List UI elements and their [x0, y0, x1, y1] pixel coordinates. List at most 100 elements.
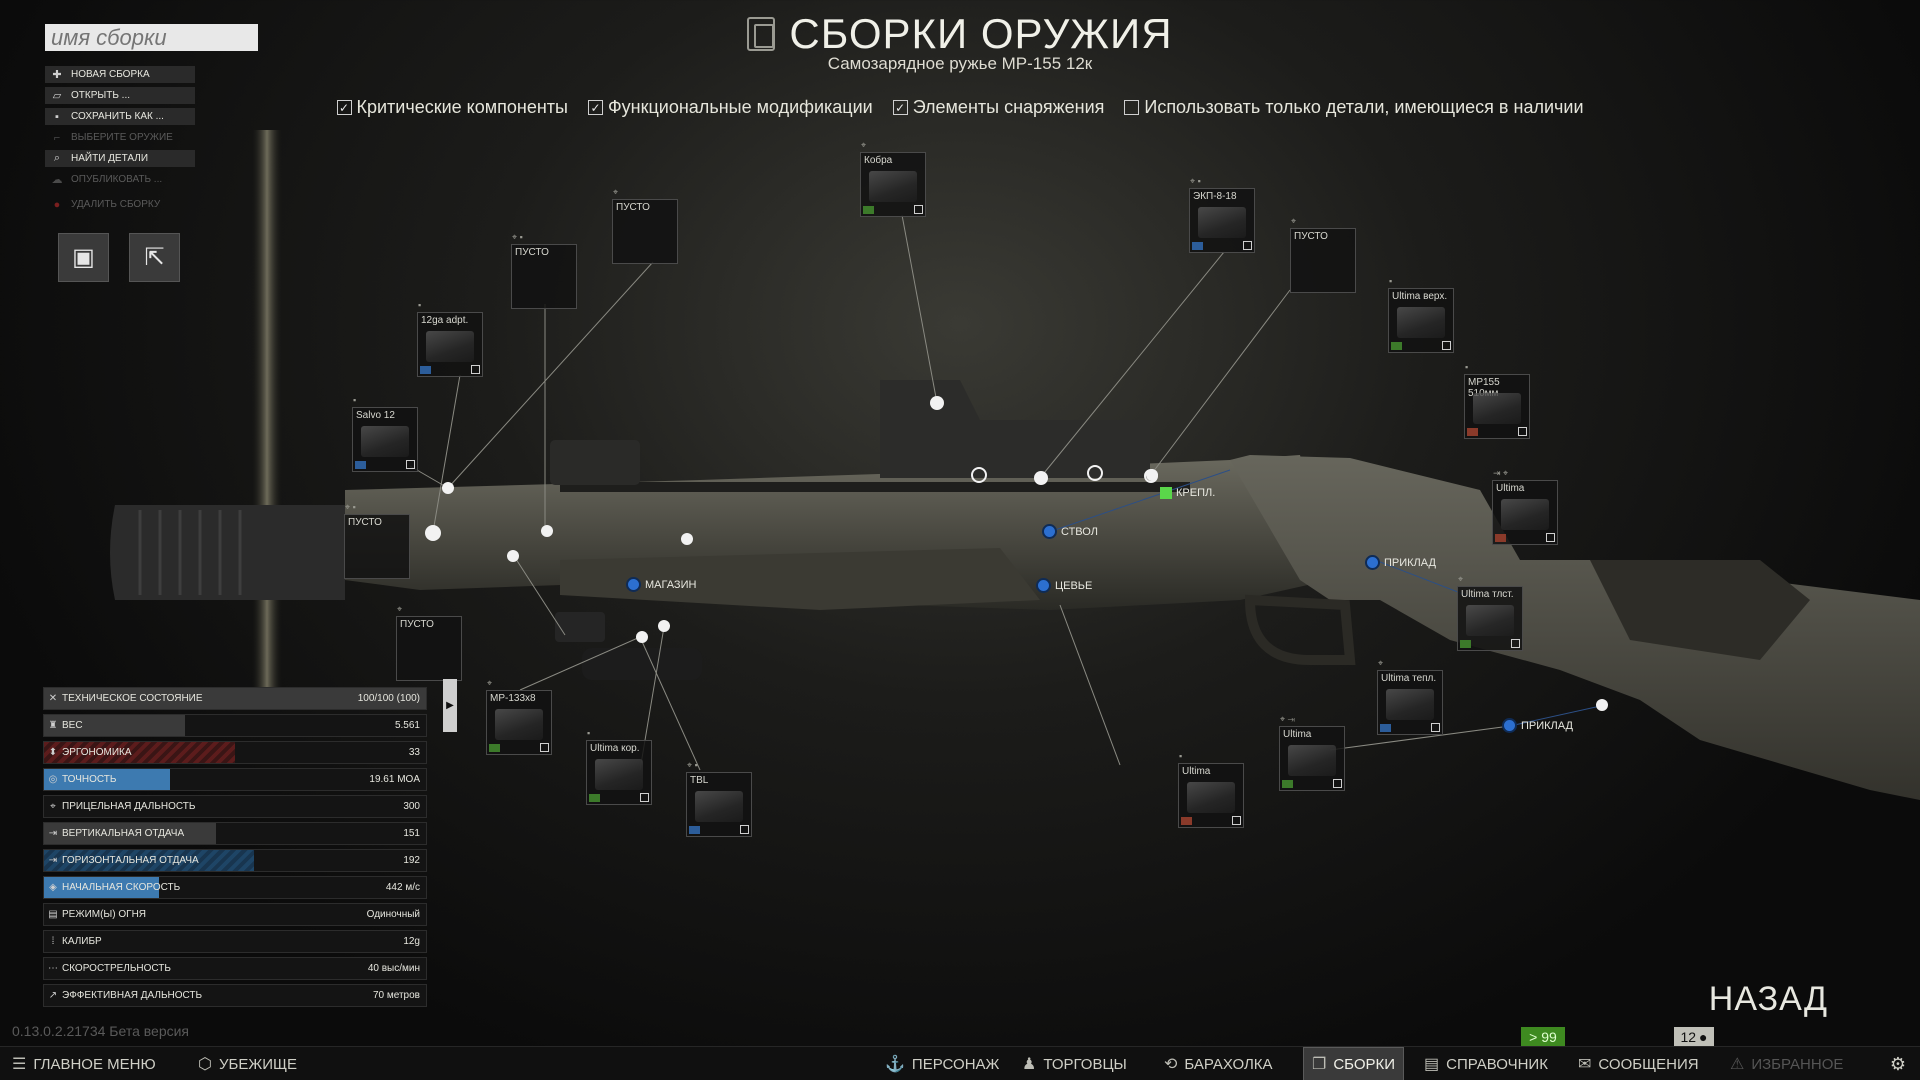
vertical-recoil-icon: ⇥ [48, 828, 58, 839]
slot-label: ПУСТО [400, 619, 434, 630]
slot-label: ПУСТО [616, 202, 650, 213]
weapon-name: Самозарядное ружье MP-155 12к [827, 54, 1093, 73]
slot-empty-top2[interactable]: ⌖ ▪ ПУСТО [511, 232, 577, 309]
slot-barrel[interactable]: ▪ MP155 510мм [1464, 362, 1530, 439]
label-stock-2[interactable]: ПРИКЛАД [1502, 718, 1573, 733]
label-handguard[interactable]: ЦЕВЬЕ [1036, 578, 1092, 593]
nav-messages[interactable]: ✉СООБЩЕНИЯ [1578, 1047, 1699, 1080]
slot-sight-kobra[interactable]: ⌖ Кобра [860, 140, 926, 217]
item-thumbnail [1288, 745, 1336, 776]
slot-tag-icon: ▪ [1465, 362, 1469, 372]
item-info-icon [1518, 427, 1527, 436]
slot-label: ЭКП-8-18 [1193, 191, 1237, 202]
builds-title-icon [747, 17, 776, 51]
slot-ultima-r1[interactable]: ⇥ ⌖ Ultima [1492, 468, 1558, 545]
checkbox[interactable]: ✓ [892, 100, 908, 115]
online-friends-badge[interactable]: 12 ● [1674, 1027, 1714, 1046]
stat-name: СКОРОСТРЕЛЬНОСТЬ [62, 963, 171, 974]
build-name-input[interactable] [45, 24, 258, 51]
slot-tbl[interactable]: ⌖ ▪ TBL [686, 760, 752, 837]
stat-bar [44, 715, 186, 736]
slot-ultima-therm[interactable]: ⌖ Ultima тепл. [1377, 658, 1443, 735]
menu-item-label: НОВАЯ СБОРКА [71, 69, 150, 80]
build-menu: ✚НОВАЯ СБОРКА ▱ОТКРЫТЬ ... ▪СОХРАНИТЬ КАК … [45, 66, 195, 217]
weight-icon: ♜ [48, 720, 58, 731]
build-action-buttons: ▣⇱ [58, 233, 180, 282]
slot-empty-muzzle[interactable]: ⌖ ▪ ПУСТО [344, 502, 410, 579]
gear-icon[interactable]: ⚙ [1889, 1053, 1906, 1074]
stat-value: 19.61 MOA [369, 774, 420, 785]
menu-item-folder[interactable]: ▱ОТКРЫТЬ ... [45, 87, 195, 104]
slot-muzzle-adapter[interactable]: ▪ 12ga adpt. [417, 300, 483, 377]
back-button[interactable]: НАЗАД [1708, 980, 1828, 1018]
slot-muzzle-salvo[interactable]: ▪ Salvo 12 [352, 395, 418, 472]
red-dot-sight [880, 380, 1150, 478]
filter-3[interactable]: Использовать только детали, имеющиеся в … [1124, 97, 1584, 118]
label-mount[interactable]: КРЕПЛ. [1160, 487, 1215, 499]
slot-empty-top1[interactable]: ⌖ ПУСТО [612, 187, 678, 264]
fire-mode-icon: ▤ [48, 909, 58, 920]
filter-label: Критические компоненты [356, 97, 568, 117]
stats-collapse-button[interactable]: ▶ [443, 679, 457, 732]
filter-1[interactable]: ✓Функциональные модификации [587, 97, 873, 118]
label-magazine[interactable]: МАГАЗИН [626, 577, 696, 592]
stat-value: Одиночный [366, 909, 420, 920]
checkbox[interactable] [1124, 100, 1140, 115]
page-title-text: СБОРКИ ОРУЖИЯ [789, 10, 1173, 57]
nav-label: УБЕЖИЩЕ [218, 1055, 298, 1073]
nav-builds[interactable]: ❐СБОРКИ [1303, 1047, 1405, 1080]
slot-tag-icon: ⌖ [861, 140, 867, 150]
messages-icon: ✉ [1578, 1056, 1592, 1073]
handbook-icon: ▤ [1424, 1056, 1440, 1073]
save-button[interactable]: ▣ [58, 233, 109, 282]
export-button[interactable]: ⇱ [129, 233, 180, 282]
label-barrel[interactable]: СТВОЛ [1042, 524, 1098, 539]
nav-character[interactable]: ⚓ПЕРСОНАЖ [885, 1047, 999, 1080]
nav-hideout[interactable]: ⬡УБЕЖИЩЕ [198, 1047, 297, 1080]
slot-magazine[interactable]: ⌖ MP-133x8 [486, 678, 552, 755]
slot-tag-icon: ⌖ ▪ [345, 502, 356, 512]
checkbox[interactable]: ✓ [336, 100, 352, 115]
filter-0[interactable]: ✓ Критические компоненты [336, 97, 568, 118]
stat-name: ЭРГОНОМИКА [62, 747, 132, 758]
filter-2[interactable]: ✓Элементы снаряжения [892, 97, 1104, 118]
checkbox[interactable]: ✓ [587, 100, 603, 115]
label-stock-1[interactable]: ПРИКЛАД [1365, 555, 1436, 570]
item-info-icon [1511, 639, 1520, 648]
online-count: 12 [1680, 1028, 1697, 1045]
menu-item-weapon: ⌐ВЫБЕРИТЕ ОРУЖИЕ [45, 129, 195, 146]
slot-ultima-kor[interactable]: ▪ Ultima кор. [586, 728, 652, 805]
menu-item-delete: ●УДАЛИТЬ СБОРКУ [45, 196, 195, 213]
mount-marker-icon [1160, 487, 1172, 499]
slot-empty-right[interactable]: ⌖ ПУСТО [1290, 216, 1356, 293]
slot-empty-under[interactable]: ⌖ ПУСТО [396, 604, 462, 681]
slot-ultima-b1[interactable]: ⌖ ⇥ Ultima [1279, 714, 1345, 791]
item-thumbnail [695, 791, 743, 822]
flea-market-icon: ⟲ [1164, 1056, 1178, 1073]
light-module [550, 440, 640, 485]
item-thumbnail [1466, 605, 1514, 636]
slot-ultima-b2[interactable]: ▪ Ultima [1178, 751, 1244, 828]
slot-sight-ekp[interactable]: ⌖ ▪ ЭКП-8-18 [1189, 176, 1255, 253]
item-category-icon [1495, 534, 1506, 542]
slot-ultima-top[interactable]: ▪ Ultima верх. [1388, 276, 1454, 353]
nav-flea-market[interactable]: ⟲БАРАХОЛКА [1164, 1047, 1273, 1080]
menu-item-save[interactable]: ▪СОХРАНИТЬ КАК ... [45, 108, 195, 125]
nav-handbook[interactable]: ▤СПРАВОЧНИК [1424, 1047, 1548, 1080]
nav-traders[interactable]: ♟ТОРГОВЦЫ [1022, 1047, 1127, 1080]
slot-label: ПУСТО [1294, 231, 1328, 242]
slot-ultima-pad[interactable]: ⌖ Ultima тлст. [1457, 574, 1523, 651]
nav-menu[interactable]: ☰ГЛАВНОЕ МЕНЮ [12, 1047, 156, 1080]
stat-name: ВЕС [62, 720, 83, 731]
menu-item-new-build[interactable]: ✚НОВАЯ СБОРКА [45, 66, 195, 83]
menu-item-search[interactable]: ⌕НАЙТИ ДЕТАЛИ [45, 150, 195, 167]
menu-item-label: ОПУБЛИКОВАТЬ ... [71, 174, 163, 185]
item-thumbnail [595, 759, 643, 790]
item-thumbnail [1473, 393, 1521, 424]
